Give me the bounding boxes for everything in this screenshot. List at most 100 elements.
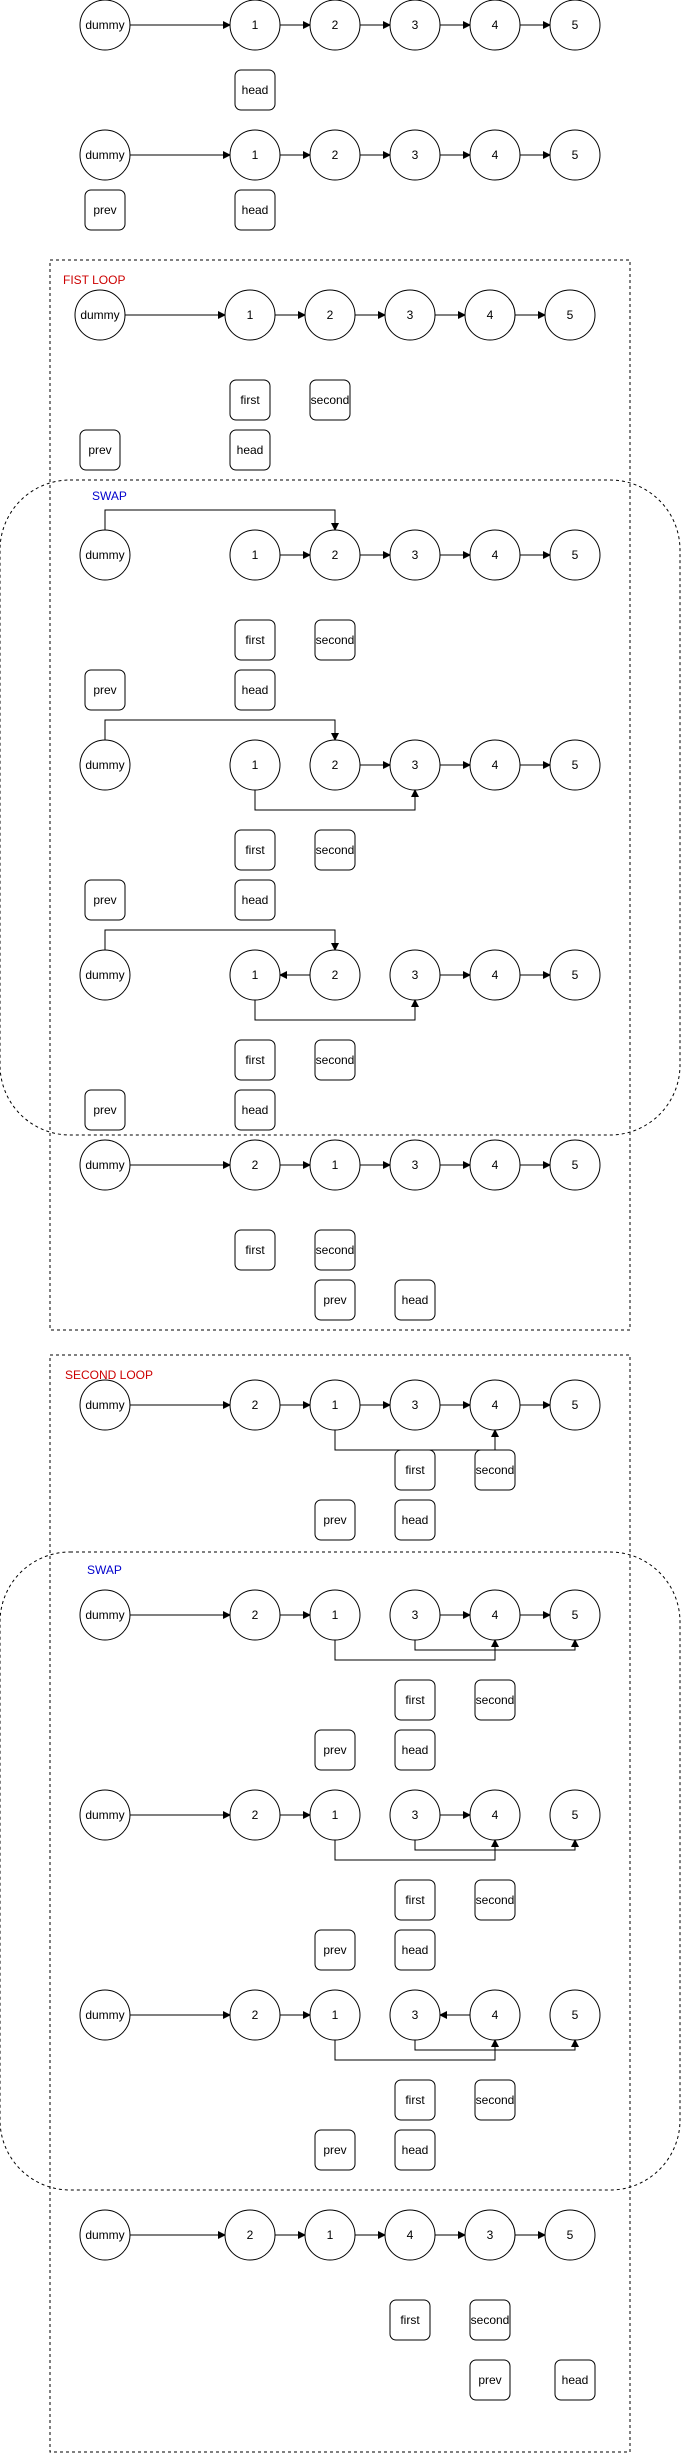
prev-pointer-box: prev xyxy=(314,1929,356,1971)
node-label: 1 xyxy=(332,1158,339,1172)
node-label: 1 xyxy=(247,308,254,322)
pointer-label: head xyxy=(242,683,269,697)
routed-next-arrow xyxy=(104,509,339,531)
pointer-label: first xyxy=(240,393,260,407)
list-node: 3 xyxy=(389,129,441,181)
pointer-label: head xyxy=(402,1513,429,1527)
first-pointer-box: first xyxy=(389,2299,431,2341)
second-pointer-box: second xyxy=(309,379,351,421)
list-node: 1 xyxy=(309,1989,361,2041)
list-node: 4 xyxy=(464,289,516,341)
list-node: 3 xyxy=(389,529,441,581)
list-node: 2 xyxy=(229,1589,281,1641)
list-node: 4 xyxy=(469,1139,521,1191)
node-label: 5 xyxy=(572,1158,579,1172)
dummy-node: dummy xyxy=(79,1589,131,1641)
pointer-label: prev xyxy=(323,1513,346,1527)
pointer-label: head xyxy=(402,1293,429,1307)
prev-pointer-box: prev xyxy=(314,2129,356,2171)
list-node: 5 xyxy=(549,1139,601,1191)
second-pointer-box: second xyxy=(474,1449,516,1491)
list-node: 1 xyxy=(304,2209,356,2261)
list-node: 3 xyxy=(389,1989,441,2041)
first-pointer-box: first xyxy=(234,619,276,661)
node-label: 4 xyxy=(492,148,499,162)
pointer-label: first xyxy=(405,1463,425,1477)
first-loop-title: FIST LOOP xyxy=(63,273,125,287)
pointer-label: first xyxy=(245,843,265,857)
node-label: dummy xyxy=(85,548,124,562)
node-label: 1 xyxy=(252,148,259,162)
list-node: 1 xyxy=(229,949,281,1001)
second-pointer-box: second xyxy=(314,1039,356,1081)
head-pointer-box: head xyxy=(229,429,271,471)
node-label: dummy xyxy=(85,1608,124,1622)
prev-pointer-box: prev xyxy=(84,879,126,921)
node-label: 3 xyxy=(412,148,419,162)
section-frames xyxy=(0,259,681,2453)
node-label: 4 xyxy=(492,1808,499,1822)
node-label: 5 xyxy=(572,18,579,32)
first-pointer-box: first xyxy=(394,1449,436,1491)
node-label: dummy xyxy=(85,148,124,162)
pointer-label: first xyxy=(400,2313,420,2327)
list-node: 5 xyxy=(549,129,601,181)
dummy-node: dummy xyxy=(74,289,126,341)
list-node: 3 xyxy=(389,1589,441,1641)
pointer-label: prev xyxy=(93,1103,116,1117)
list-node: 5 xyxy=(549,1789,601,1841)
node-label: dummy xyxy=(85,2228,124,2242)
node-label: 2 xyxy=(327,308,334,322)
node-label: 4 xyxy=(492,1158,499,1172)
prev-pointer-box: prev xyxy=(469,2359,511,2401)
pointer-label: prev xyxy=(93,683,116,697)
node-label: 4 xyxy=(407,2228,414,2242)
list-node: 4 xyxy=(469,0,521,51)
pointer-label: second xyxy=(476,1463,515,1477)
routed-next-arrow xyxy=(254,789,419,811)
list-node: 5 xyxy=(549,1379,601,1431)
node-label: 2 xyxy=(332,148,339,162)
node-label: 5 xyxy=(572,548,579,562)
list-node: 3 xyxy=(389,949,441,1001)
pointer-label: first xyxy=(405,2093,425,2107)
list-node: 5 xyxy=(549,0,601,51)
list-node: 3 xyxy=(389,0,441,51)
dummy-node: dummy xyxy=(79,1789,131,1841)
node-label: 2 xyxy=(252,1398,259,1412)
node-label: dummy xyxy=(80,308,119,322)
routed-next-arrow xyxy=(254,999,419,1021)
prev-pointer-box: prev xyxy=(84,189,126,231)
node-label: 4 xyxy=(492,18,499,32)
pointer-label: head xyxy=(242,893,269,907)
pointer-label: head xyxy=(402,1943,429,1957)
second-pointer-box: second xyxy=(474,1679,516,1721)
list-node: 2 xyxy=(309,0,361,51)
first-swap-frame xyxy=(0,479,681,1136)
node-label: dummy xyxy=(85,968,124,982)
pointer-label: head xyxy=(562,2373,589,2387)
pointer-label: prev xyxy=(323,1943,346,1957)
node-label: 5 xyxy=(567,2228,574,2242)
dummy-node: dummy xyxy=(79,1139,131,1191)
node-label: 4 xyxy=(492,2008,499,2022)
first-pointer-box: first xyxy=(394,2079,436,2121)
node-label: 3 xyxy=(412,758,419,772)
list-node: 2 xyxy=(309,529,361,581)
arrows xyxy=(104,21,579,2239)
node-label: 1 xyxy=(252,968,259,982)
pointer-label: head xyxy=(402,2143,429,2157)
node-label: dummy xyxy=(85,1808,124,1822)
list-node: 1 xyxy=(309,1139,361,1191)
first-pointer-box: first xyxy=(234,1039,276,1081)
list-node: 5 xyxy=(549,1589,601,1641)
second-pointer-box: second xyxy=(474,2079,516,2121)
head-pointer-box: head xyxy=(234,69,276,111)
node-label: 5 xyxy=(572,1608,579,1622)
node-label: 4 xyxy=(492,548,499,562)
list-node: 1 xyxy=(309,1379,361,1431)
first-swap-title: SWAP xyxy=(92,489,127,503)
node-label: 5 xyxy=(572,1808,579,1822)
